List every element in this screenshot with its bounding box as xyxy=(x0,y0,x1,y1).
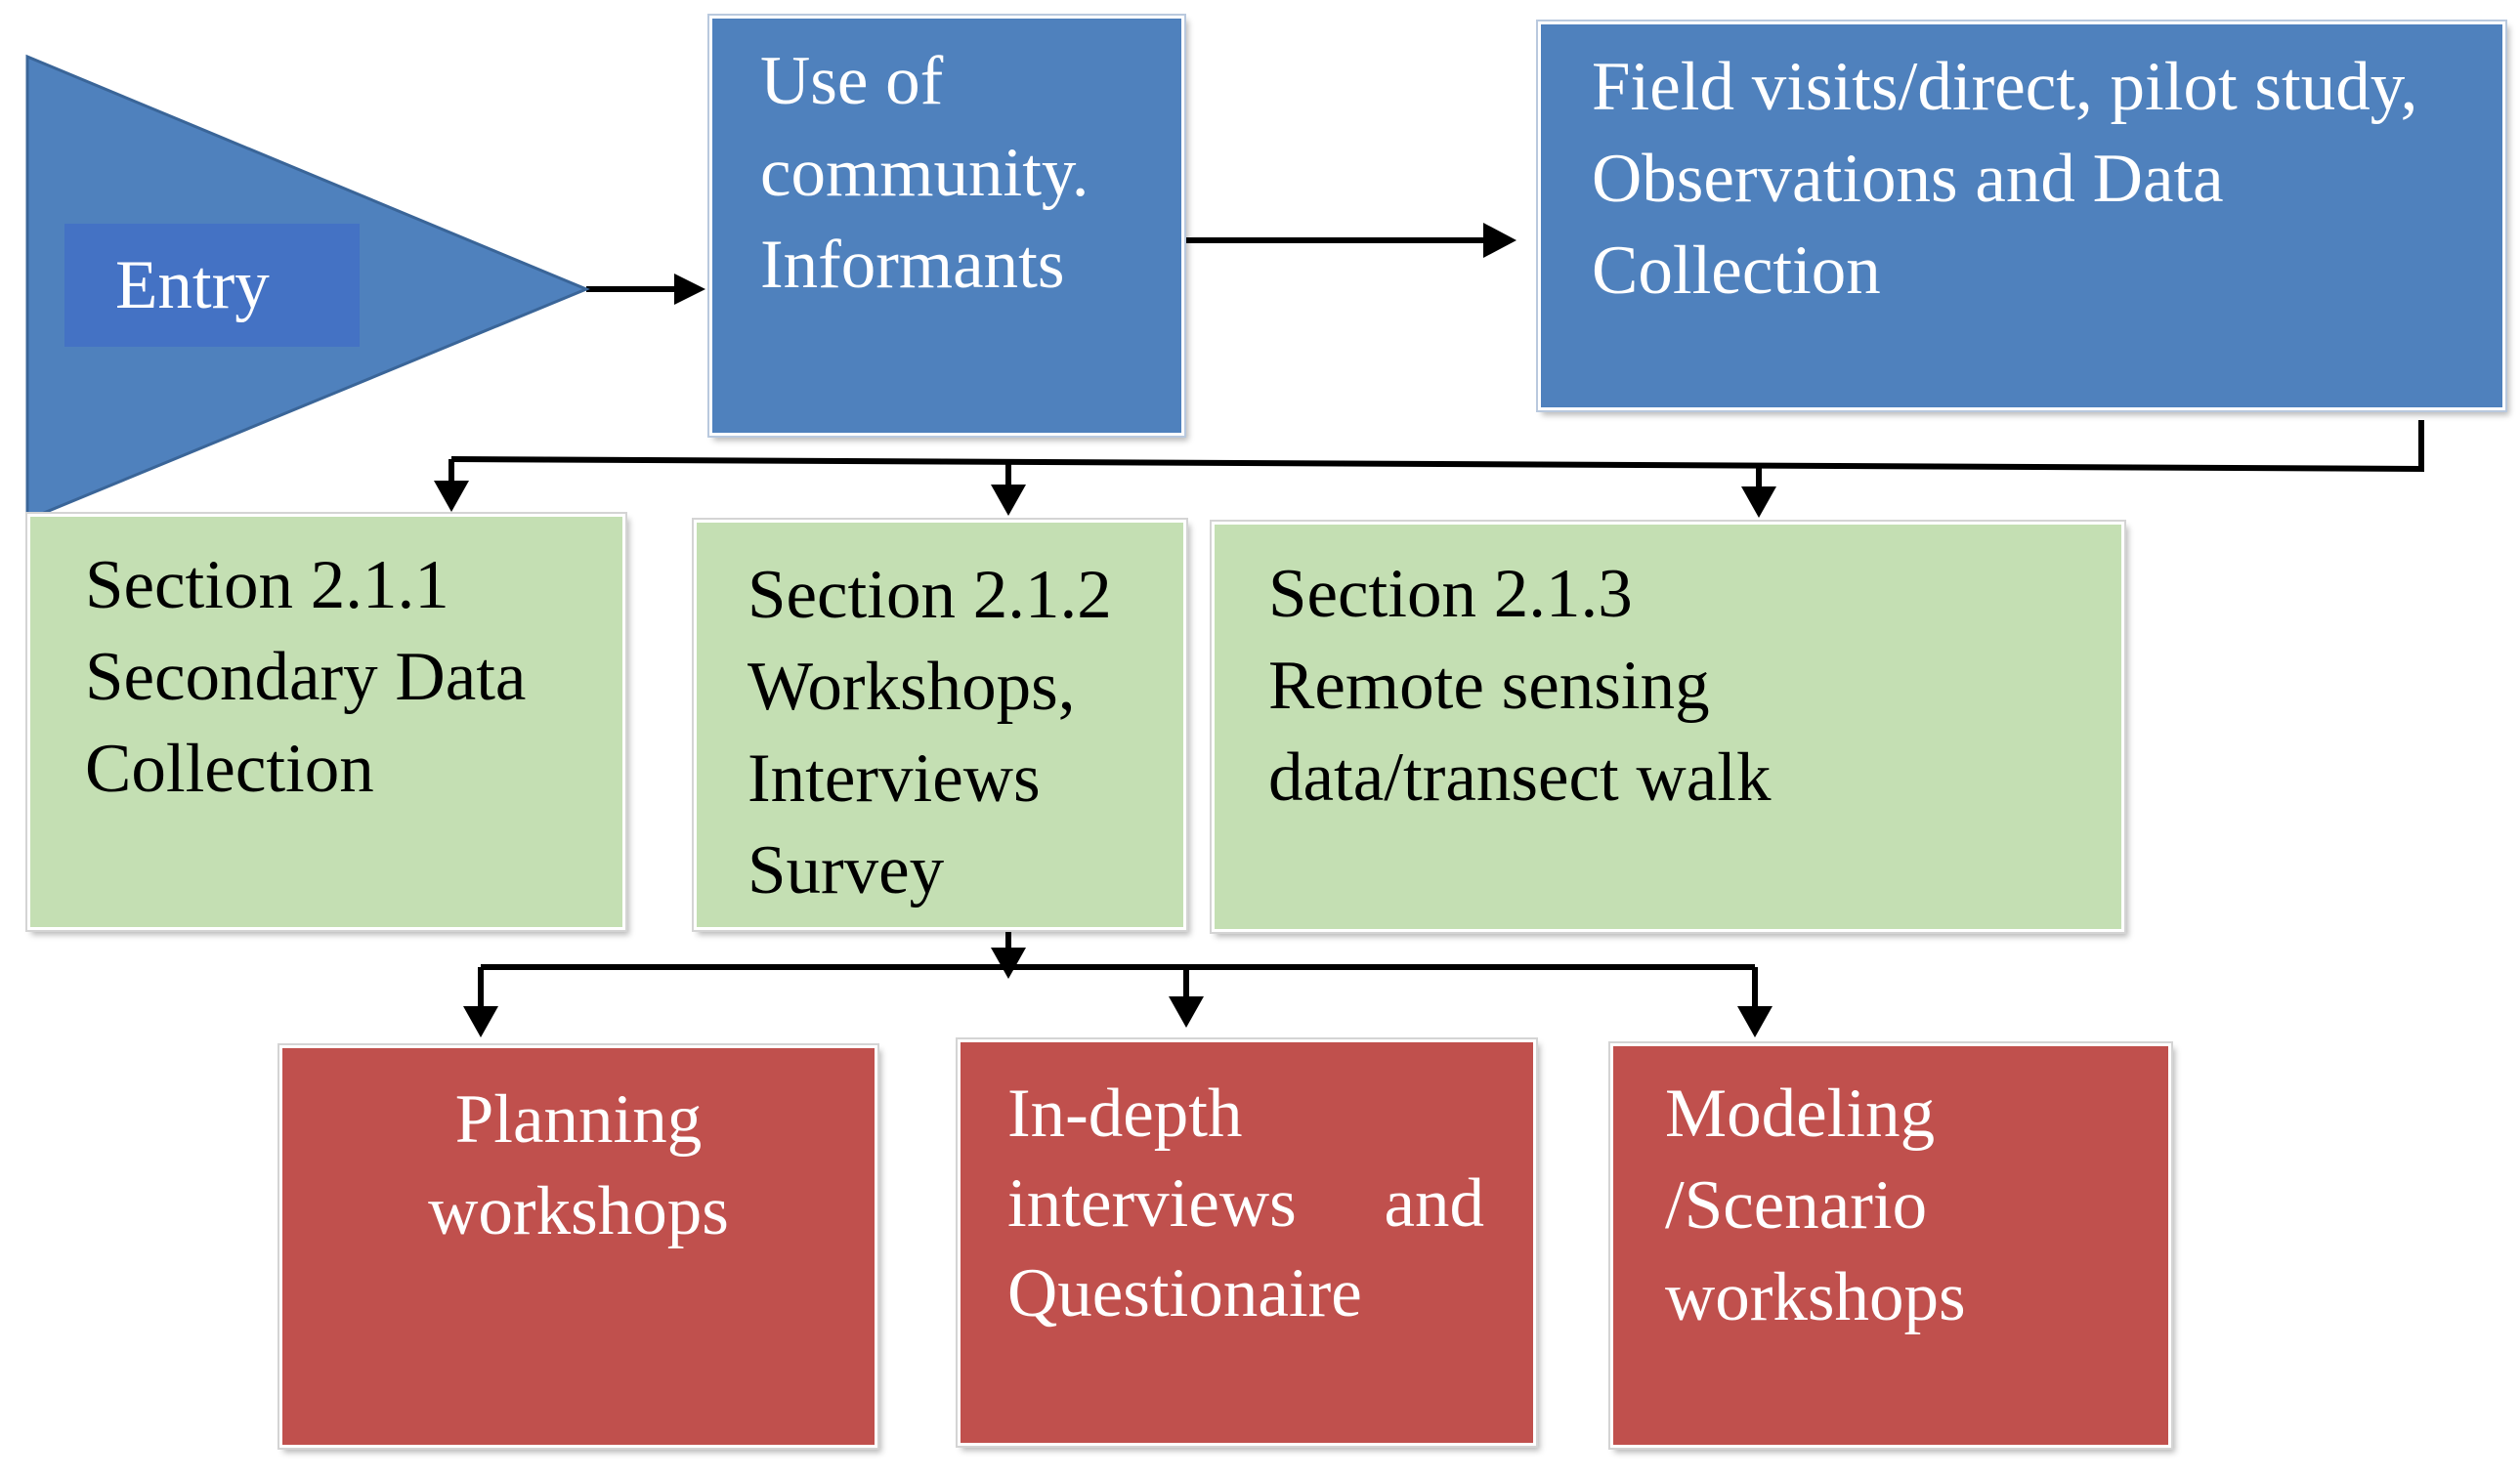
planning-workshops-node: Planning workshops xyxy=(278,1043,879,1450)
arrowhead-informants xyxy=(674,274,705,305)
arrowhead-planning xyxy=(463,1006,498,1037)
entry-label: Entry xyxy=(115,247,270,323)
arrowhead-section-211 xyxy=(434,481,469,512)
indepth-line2b: and xyxy=(1384,1165,1484,1242)
arrowhead-field xyxy=(1483,223,1516,258)
section-211-node: Section 2.1.1 Secondary Data Collection xyxy=(25,512,627,932)
section-212-label: Section 2.1.2 Workshops, Interviews Surv… xyxy=(747,557,1112,908)
indepth-line3: Questionaire xyxy=(1007,1255,1362,1331)
section-211-label: Section 2.1.1 Secondary Data Collection xyxy=(85,547,527,807)
connector-field-to-sections xyxy=(450,420,2424,473)
section-212-node: Section 2.1.2 Workshops, Interviews Surv… xyxy=(692,518,1188,932)
field-visits-node: Field visits/direct, pilot study, Observ… xyxy=(1536,20,2507,412)
section-213-label: Section 2.1.3 Remote sensing data/transe… xyxy=(1268,556,1772,816)
indepth-interviews-node: In-depth interviews and Questionaire xyxy=(956,1037,1538,1448)
modeling-workshops-label: Modeling /Scenario workshops xyxy=(1665,1076,1966,1335)
arrowhead-section-212 xyxy=(991,485,1026,516)
section-213-node: Section 2.1.3 Remote sensing data/transe… xyxy=(1210,520,2126,934)
planning-workshops-label: Planning workshops xyxy=(428,1081,729,1249)
modeling-workshops-node: Modeling /Scenario workshops xyxy=(1608,1041,2173,1450)
entry-node: Entry xyxy=(64,224,360,347)
arrowhead-modeling xyxy=(1737,1006,1773,1037)
arrowhead-section-212-down xyxy=(991,948,1026,979)
community-informants-node: Use of community. Informants xyxy=(707,14,1186,438)
field-visits-label: Field visits/direct, pilot study, Observ… xyxy=(1592,49,2418,309)
arrowhead-section-213 xyxy=(1741,486,1776,518)
community-informants-label: Use of community. Informants xyxy=(760,43,1089,303)
arrowhead-indepth xyxy=(1169,996,1204,1028)
indepth-line2a: interviews xyxy=(1007,1165,1297,1242)
indepth-line1: In-depth xyxy=(1007,1076,1243,1152)
